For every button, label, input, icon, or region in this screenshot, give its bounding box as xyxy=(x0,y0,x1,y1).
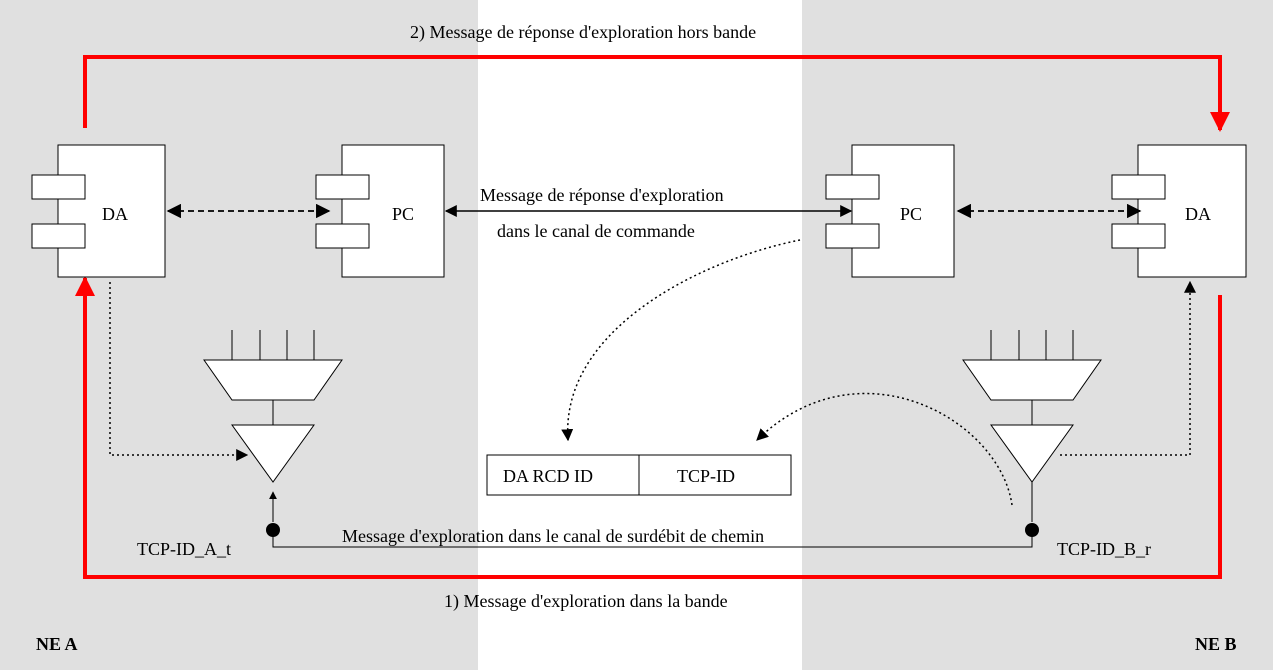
da-left-label: DA xyxy=(102,204,128,224)
control-msg-line1: Message de réponse d'exploration xyxy=(480,185,724,205)
message-frame: DA RCD ID TCP-ID xyxy=(486,454,792,496)
tcp-id-a-label: TCP-ID_A_t xyxy=(137,539,231,559)
da-right-component: DA xyxy=(1111,144,1247,278)
tcp-id-b-label: TCP-ID_B_r xyxy=(1057,539,1151,559)
da-right-label: DA xyxy=(1185,204,1211,224)
tp-to-da-right-dotted xyxy=(1060,280,1196,456)
da-left-component: DA xyxy=(31,144,166,278)
right-termination-point xyxy=(962,330,1102,483)
pc-right-component: PC xyxy=(825,144,955,278)
pc-left-label: PC xyxy=(392,204,414,224)
control-msg-line2: dans le canal de commande xyxy=(497,221,695,241)
right-tcp-dot xyxy=(1025,523,1039,537)
bottom-message-label: 1) Message d'exploration dans la bande xyxy=(444,591,728,612)
path-overhead-msg-label: Message d'exploration dans le canal de s… xyxy=(342,526,764,546)
ne-a-region xyxy=(0,0,478,670)
path-overhead-channel xyxy=(272,530,1033,548)
pc-left-component: PC xyxy=(315,144,445,278)
top-message-label: 2) Message de réponse d'exploration hors… xyxy=(410,22,756,43)
control-to-da-rcd-curve xyxy=(561,239,801,442)
left-tcp-dot xyxy=(266,523,280,537)
ne-b-label: NE B xyxy=(1195,634,1237,654)
field-da-rcd-id: DA RCD ID xyxy=(503,466,593,486)
out-of-band-path xyxy=(83,55,1230,132)
ne-a-label: NE A xyxy=(36,634,78,654)
pc-right-label: PC xyxy=(900,204,922,224)
field-tcp-id: TCP-ID xyxy=(677,466,735,486)
ne-b-region xyxy=(802,0,1273,670)
path-overhead-to-tcp-curve xyxy=(756,392,1013,506)
in-band-path xyxy=(75,276,1222,579)
left-termination-point xyxy=(203,330,343,483)
